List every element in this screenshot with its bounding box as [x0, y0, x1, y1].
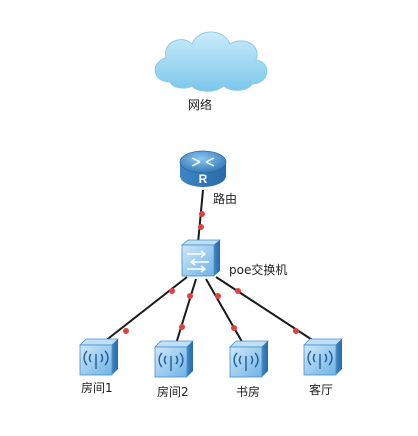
network-label: 网络: [188, 98, 213, 112]
study-label: 书房: [236, 385, 261, 399]
wireless-ap-study: [229, 340, 269, 378]
port-dot: [187, 293, 193, 299]
wireless-ap-living-room: [303, 338, 343, 376]
room1-label: 房间1: [81, 381, 113, 395]
port-dot: [169, 288, 175, 294]
wireless-ap-icon: [158, 352, 184, 371]
switch-label: poe交换机: [229, 263, 288, 277]
switch-icon: [180, 239, 222, 277]
link-switch-room1: [99, 276, 188, 346]
link-switch-study: [205, 278, 246, 348]
link-switch-living: [215, 276, 321, 346]
wireless-ap-icon: [233, 352, 259, 371]
wireless-ap-room1: [79, 338, 119, 376]
living-room-label: 客厅: [309, 383, 334, 397]
port-dot: [179, 324, 185, 330]
room2-label: 房间2: [157, 385, 189, 399]
router-label: 路由: [213, 192, 238, 206]
port-dots: [123, 211, 299, 334]
port-dot: [293, 328, 299, 334]
port-dot: [215, 293, 221, 299]
port-dot: [231, 325, 237, 331]
port-dot: [123, 328, 129, 334]
port-dot: [199, 211, 205, 217]
port-dot: [235, 288, 241, 294]
router-icon: R: [179, 150, 227, 187]
wireless-ap-icon: [83, 350, 109, 369]
cloud-icon: [154, 31, 268, 92]
port-dot: [198, 224, 204, 230]
wireless-ap-icon: [307, 350, 333, 369]
router-glyph: R: [199, 172, 208, 186]
wireless-ap-room2: [154, 340, 194, 378]
link-switch-room2: [174, 278, 197, 348]
